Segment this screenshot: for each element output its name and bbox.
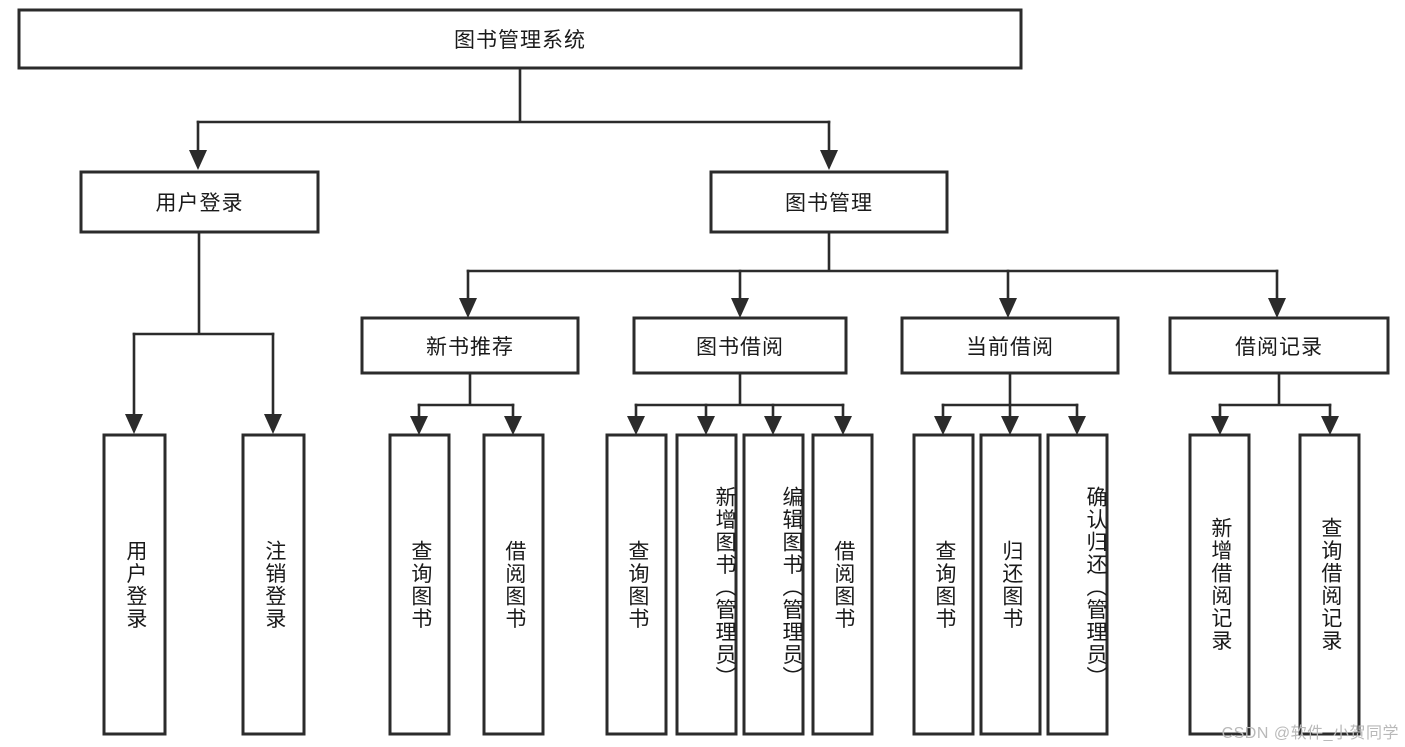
node-book-borrow-box[interactable] [632, 316, 848, 375]
leaf-query-book-3-box[interactable] [912, 433, 975, 736]
leaf-borrow-book-2-box[interactable] [811, 433, 874, 736]
arrow-leaf-logout [264, 414, 282, 434]
leaf-query-book-1-box[interactable] [388, 433, 451, 736]
arrow-leaf-user-login [125, 414, 143, 434]
edge-bookmanage-stem [466, 230, 1279, 273]
arrow-to-current-borrow [999, 298, 1017, 318]
leaf-edit-book-box[interactable] [742, 433, 805, 736]
leaf-borrow-book-1-box[interactable] [482, 433, 545, 736]
edge-current-stem [941, 371, 1079, 407]
arrow-to-borrow-record [1268, 298, 1286, 318]
node-book-manage-box[interactable] [709, 170, 949, 234]
node-root-box[interactable] [17, 8, 1023, 70]
arrow-leaf-confirm-return [1068, 416, 1086, 435]
arrow-leaf-borrow-book-2 [834, 416, 852, 435]
nodes-group [17, 8, 1390, 736]
leaf-query-record-box[interactable] [1298, 433, 1361, 736]
arrow-leaf-query-book-1 [410, 416, 428, 435]
arrow-to-user-login [189, 150, 207, 170]
leaf-return-book-box[interactable] [979, 433, 1042, 736]
arrow-leaf-edit-book [764, 416, 782, 435]
leaf-add-book-box[interactable] [675, 433, 738, 736]
edge-root-bus [196, 66, 831, 124]
node-borrow-record-box[interactable] [1168, 316, 1390, 375]
arrow-leaf-add-book [697, 416, 715, 435]
leaf-add-record-box[interactable] [1188, 433, 1251, 736]
watermark-text: CSDN @软件_小贺同学 [1221, 725, 1399, 742]
edges-group [125, 66, 1339, 435]
node-current-borrow-box[interactable] [900, 316, 1120, 375]
leaf-logout-box[interactable] [241, 433, 306, 736]
arrow-to-book-manage [820, 150, 838, 170]
leaf-confirm-return-box[interactable] [1046, 433, 1109, 736]
edge-record-stem [1218, 371, 1332, 407]
edge-bookborrow-stem [634, 371, 845, 407]
leaf-user-login-box[interactable] [102, 433, 167, 736]
node-user-login-box[interactable] [79, 170, 320, 234]
leaf-query-book-2-box[interactable] [605, 433, 668, 736]
arrow-leaf-query-book-2 [627, 416, 645, 435]
arrow-leaf-query-record [1321, 416, 1339, 435]
arrow-to-new-book [459, 298, 477, 318]
arrow-leaf-return-book [1001, 416, 1019, 435]
edge-userlogin-stem [132, 230, 275, 336]
node-new-book-box[interactable] [360, 316, 580, 375]
edge-newbook-stem [417, 371, 515, 407]
arrow-leaf-add-record [1211, 416, 1229, 435]
arrow-leaf-query-book-3 [934, 416, 952, 435]
arrow-to-book-borrow [731, 298, 749, 318]
arrow-leaf-borrow-book-1 [504, 416, 522, 435]
